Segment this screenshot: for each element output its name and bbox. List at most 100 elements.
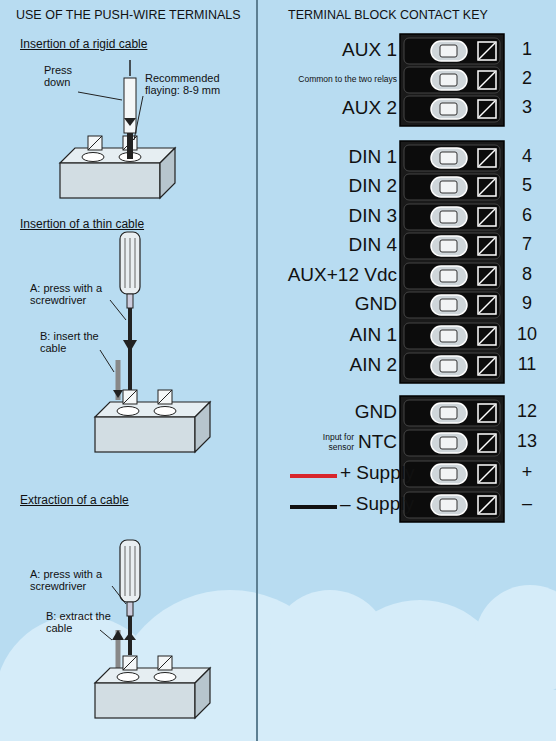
- wire-hole: [431, 495, 467, 515]
- terminal-row: [404, 323, 500, 349]
- terminal-name: DIN 2: [267, 175, 397, 196]
- terminal-number: 8: [514, 264, 540, 284]
- wire-hole: [431, 177, 467, 197]
- release-button: [478, 149, 496, 167]
- wire-hole: [431, 99, 467, 119]
- release-button: [478, 178, 496, 196]
- terminal-row: [404, 96, 500, 122]
- terminal-row: [404, 430, 500, 456]
- callout-text: A: press with a screwdriver: [30, 282, 122, 307]
- callout-text: B: extract the cable: [46, 610, 116, 635]
- terminal-name: DIN 1: [267, 146, 397, 167]
- wire-hole-insert: [440, 270, 457, 282]
- supply-label: + Supply: [340, 462, 400, 483]
- terminal-name: AIN 1: [267, 324, 397, 345]
- callout-text: B: insert the cable: [40, 330, 112, 355]
- terminal-block: [400, 34, 504, 126]
- wire-hole: [431, 356, 467, 376]
- terminal-number: 4: [514, 146, 540, 166]
- terminal-number: 13: [514, 431, 540, 451]
- release-button: [478, 100, 496, 118]
- supply-label: – Supply: [340, 493, 400, 514]
- terminal-row: [404, 492, 500, 518]
- release-button: [478, 42, 496, 60]
- wire-hole: [431, 148, 467, 168]
- terminal-number: 1: [514, 39, 540, 59]
- release-button-mark: [479, 43, 495, 59]
- terminal-name: AUX+12 Vdc: [267, 264, 397, 285]
- terminal-block: [400, 141, 504, 383]
- terminal-name: AIN 2: [267, 354, 397, 375]
- wire-hole: [431, 236, 467, 256]
- release-button: [478, 496, 496, 514]
- wire-hole-insert: [440, 152, 457, 164]
- terminal-name: DIN 3: [267, 205, 397, 226]
- wire-hole-insert: [440, 45, 457, 57]
- terminal-row: [404, 461, 500, 487]
- terminal-number: 9: [514, 293, 540, 313]
- wire-hole: [431, 70, 467, 90]
- release-button: [478, 434, 496, 452]
- terminal-number: –: [514, 493, 540, 513]
- terminal-row: [404, 263, 500, 289]
- terminal-number: 3: [514, 97, 540, 117]
- section-heading: USE OF THE PUSH-WIRE TERMINALS: [16, 8, 256, 22]
- wire-hole: [431, 295, 467, 315]
- terminal-number: 11: [514, 354, 540, 374]
- release-button: [478, 296, 496, 314]
- terminal-name: DIN 4: [267, 234, 397, 255]
- wire-hole-insert: [440, 181, 457, 193]
- terminal-number: 10: [514, 324, 540, 344]
- terminal-number: +: [514, 462, 540, 482]
- wire-hole-insert: [440, 74, 457, 86]
- terminal-number: 12: [514, 401, 540, 421]
- subheading: Insertion of a thin cable: [20, 218, 220, 231]
- release-button-mark: [479, 497, 495, 513]
- wire-hole-insert: [440, 437, 457, 449]
- release-button-mark: [479, 328, 495, 344]
- release-button-mark: [479, 466, 495, 482]
- subheading: Extraction of a cable: [20, 494, 220, 507]
- terminal-row: [404, 400, 500, 426]
- release-button: [478, 404, 496, 422]
- release-button: [478, 237, 496, 255]
- wire-hole: [431, 207, 467, 227]
- terminal-name: GND: [267, 293, 397, 314]
- wire-hole-insert: [440, 330, 457, 342]
- callout-text: Recommended flaying: 8-9 mm: [145, 72, 237, 97]
- release-button-mark: [479, 179, 495, 195]
- release-button-mark: [479, 101, 495, 117]
- terminal-note: Input for sensor: [310, 433, 354, 452]
- terminal-block: [400, 396, 504, 522]
- wire-hole: [431, 433, 467, 453]
- release-button-mark: [479, 72, 495, 88]
- wire-hole-insert: [440, 103, 457, 115]
- terminal-name: GND: [267, 401, 397, 422]
- release-button-mark: [479, 405, 495, 421]
- terminal-row: [404, 174, 500, 200]
- terminal-name: AUX 1: [267, 39, 397, 60]
- terminal-row: [404, 145, 500, 171]
- release-button-mark: [479, 297, 495, 313]
- wire-hole: [431, 326, 467, 346]
- terminal-row: [404, 38, 500, 64]
- wire-hole-insert: [440, 240, 457, 252]
- release-button-mark: [479, 358, 495, 374]
- wire-hole: [431, 464, 467, 484]
- wire-hole-insert: [440, 299, 457, 311]
- release-button: [478, 208, 496, 226]
- release-button: [478, 327, 496, 345]
- terminal-row: [404, 204, 500, 230]
- wire-hole-insert: [440, 407, 457, 419]
- callout-text: Press down: [44, 64, 84, 89]
- callout-text: A: press with a screwdriver: [30, 568, 125, 593]
- wire-hole: [431, 266, 467, 286]
- wire-hole-insert: [440, 360, 457, 372]
- terminal-number: 7: [514, 234, 540, 254]
- release-button: [478, 465, 496, 483]
- release-button-mark: [479, 238, 495, 254]
- terminal-number: 6: [514, 205, 540, 225]
- wire-hole: [431, 41, 467, 61]
